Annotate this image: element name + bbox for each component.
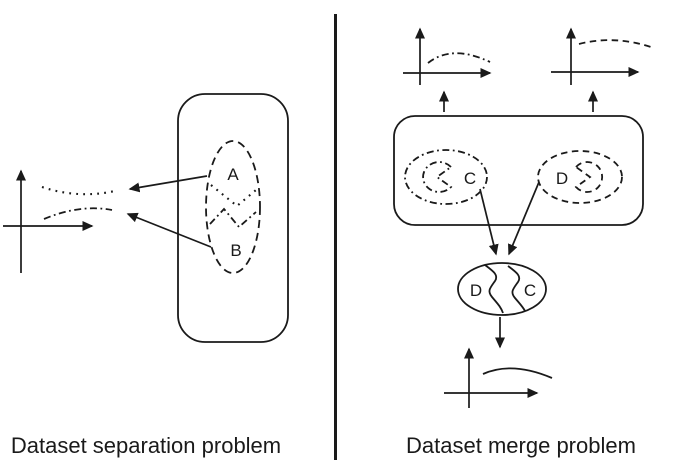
label-d: D bbox=[556, 169, 568, 188]
label-a: A bbox=[227, 165, 239, 184]
caption-left: Dataset separation problem bbox=[11, 433, 281, 458]
separated-dashdot-curve bbox=[43, 207, 113, 220]
cluster-d-ellipse bbox=[537, 150, 623, 204]
mini-plot-topright bbox=[551, 27, 652, 85]
solid-merged-curve bbox=[482, 367, 553, 379]
left-rounded-box bbox=[177, 93, 289, 343]
separated-dotted-curve bbox=[41, 186, 116, 196]
merge-arrow-c bbox=[479, 188, 499, 256]
separation-arrow-b bbox=[126, 212, 212, 248]
dotted-squiggle bbox=[210, 184, 257, 208]
mini-plot-topleft bbox=[403, 27, 492, 85]
merged-divider-curves bbox=[484, 264, 526, 314]
cluster-c-inner-shape bbox=[422, 161, 453, 193]
separation-arrow-a bbox=[128, 175, 208, 193]
merged-zigzag-right bbox=[507, 265, 526, 312]
dashdot-result-curve bbox=[427, 52, 491, 64]
left-panel: A B Dataset separation problem bbox=[3, 93, 289, 458]
entangled-ellipse bbox=[205, 140, 261, 274]
merged-label-d: D bbox=[470, 281, 482, 300]
merged-ellipse bbox=[457, 262, 547, 316]
dashed-result-curve bbox=[578, 39, 652, 48]
cluster-c-ellipse bbox=[404, 149, 488, 205]
label-c: C bbox=[464, 169, 476, 188]
dashdot-squiggle bbox=[209, 207, 257, 229]
right-panel: C D D C Dataset merge problem bbox=[393, 27, 652, 458]
cluster-d-inner-shape bbox=[574, 161, 603, 193]
mini-plot-bottom bbox=[444, 347, 553, 408]
left-axes-icon bbox=[3, 169, 94, 273]
label-b: B bbox=[230, 241, 241, 260]
caption-right: Dataset merge problem bbox=[406, 433, 636, 458]
right-rounded-box bbox=[393, 115, 644, 226]
merge-arrow-d bbox=[508, 181, 540, 256]
merged-zigzag-left bbox=[484, 264, 504, 314]
merged-label-c: C bbox=[524, 281, 536, 300]
